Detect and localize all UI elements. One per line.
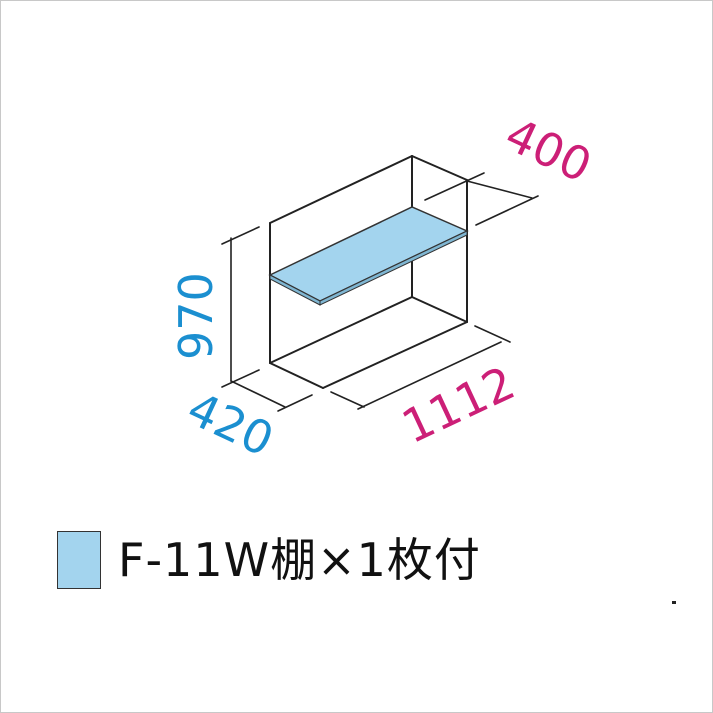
- legend: F-11W棚×1枚付: [57, 531, 481, 589]
- depth-total-label: 420: [179, 381, 281, 467]
- box-edge: [411, 155, 468, 181]
- box-edge: [269, 296, 413, 364]
- shelf-depth-label: 400: [497, 107, 599, 193]
- box-edge: [322, 321, 468, 389]
- legend-label: F-11W棚×1枚付: [118, 533, 481, 587]
- box-edge: [411, 296, 468, 323]
- width-dimension-line: [357, 341, 502, 410]
- stray-dot: [672, 601, 676, 604]
- width-label: 1112: [394, 356, 523, 454]
- shelf-board: [268, 206, 469, 306]
- shelf-color-swatch: [57, 531, 101, 589]
- box-edge: [269, 362, 324, 389]
- shelf-depth-dimension-line: [466, 180, 533, 199]
- depth-dimension-line: [230, 380, 286, 408]
- box-edge: [269, 155, 413, 224]
- height-label: 970: [169, 272, 223, 360]
